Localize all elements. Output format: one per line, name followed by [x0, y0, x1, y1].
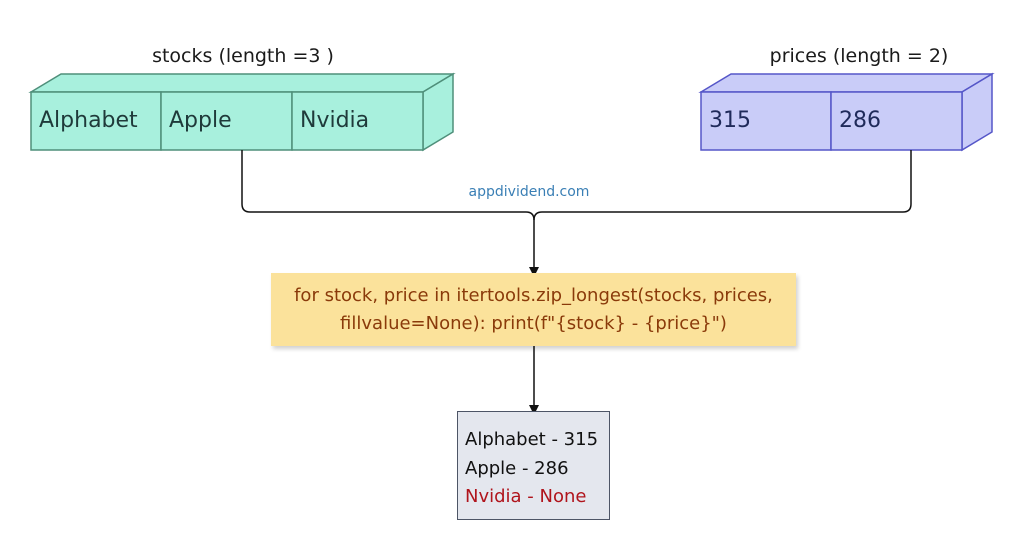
stocks-cell-0	[30, 91, 162, 151]
stocks-cell-2-label: Nvidia	[300, 108, 369, 133]
prices-connector	[533, 150, 912, 221]
stocks-label: stocks (length =3 )	[152, 45, 334, 67]
code-box: for stock, price in itertools.zip_longes…	[271, 273, 796, 346]
output-line-2: Apple - 286	[465, 457, 569, 479]
output-line-1: Alphabet - 315	[465, 429, 599, 450]
watermark-text: appdividend.com	[469, 184, 590, 200]
prices-cell-0-label: 315	[709, 108, 751, 133]
code-line-1: for stock, price in itertools.zip_longes…	[294, 285, 773, 306]
stocks-cell-1	[160, 91, 293, 151]
stocks-array: Alphabet Apple Nvidia	[28, 72, 456, 152]
output-line-3: Nvidia - None	[465, 486, 587, 507]
stocks-top-face	[28, 73, 456, 93]
prices-top-face	[698, 73, 995, 93]
prices-label: prices (length = 2)	[770, 45, 949, 67]
stocks-cell-0-label: Alphabet	[39, 108, 138, 133]
prices-cell-1	[830, 91, 963, 151]
output-box: Alphabet - 315 Apple - 286 Nvidia - None	[457, 411, 610, 520]
stocks-cell-1-label: Apple	[169, 108, 232, 133]
code-line-2: fillvalue=None): print(f"{stock} - {pric…	[340, 313, 727, 334]
prices-cell-1-label: 286	[839, 108, 881, 133]
stocks-cell-2	[291, 91, 424, 151]
stocks-connector	[241, 150, 535, 221]
prices-array: 315 286	[698, 72, 995, 152]
prices-cell-0	[700, 91, 832, 151]
